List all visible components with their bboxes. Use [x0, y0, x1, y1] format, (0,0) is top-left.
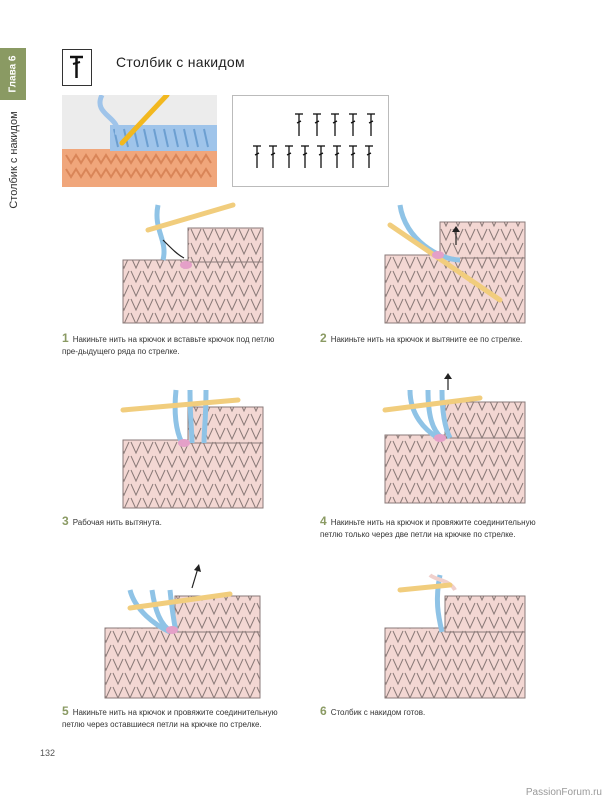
double-crochet-symbol-icon — [62, 49, 92, 86]
step-1-illustration — [118, 200, 268, 330]
step-5-illustration — [100, 560, 265, 705]
step-6-illustration — [380, 560, 530, 705]
step-3-illustration — [118, 385, 268, 515]
step-2-illustration — [380, 200, 530, 330]
step-4-illustration — [380, 370, 530, 510]
chapter-side-label: Столбик с накидом — [8, 111, 20, 209]
crochet-photo — [62, 95, 217, 187]
page-number: 132 — [40, 748, 56, 758]
chapter-tab: Глава 6 — [0, 48, 26, 100]
page-title: Столбик с накидом — [116, 54, 245, 70]
watermark: PassionForum.ru — [525, 787, 602, 798]
chapter-tab-label: Глава 6 — [7, 55, 19, 93]
crochet-chart — [232, 95, 389, 187]
